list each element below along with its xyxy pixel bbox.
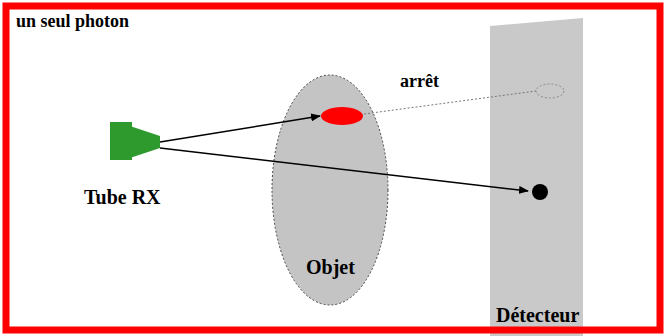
detected-spot bbox=[532, 184, 548, 200]
detector-panel bbox=[490, 18, 583, 336]
heading-note: un seul photon bbox=[16, 12, 129, 32]
object-ellipse bbox=[272, 75, 388, 305]
xray-tube bbox=[110, 122, 132, 160]
detector-label: Détecteur bbox=[496, 304, 579, 326]
missing-spot bbox=[536, 84, 564, 98]
frame bbox=[6, 6, 660, 330]
xray-tube bbox=[130, 126, 160, 158]
absorption-spot bbox=[321, 107, 363, 125]
tube-label: Tube RX bbox=[84, 186, 161, 208]
object-label: Objet bbox=[306, 256, 355, 278]
blocked-path bbox=[364, 91, 536, 114]
photon-arrow bbox=[160, 148, 528, 191]
photon-arrow bbox=[160, 116, 320, 142]
stop-label: arrêt bbox=[400, 72, 439, 92]
